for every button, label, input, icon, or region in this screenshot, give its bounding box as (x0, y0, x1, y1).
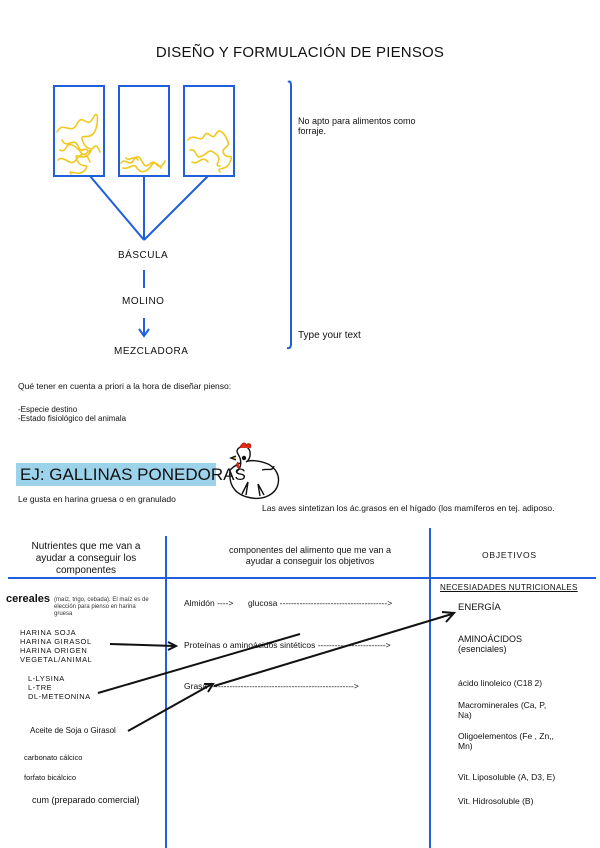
col1-header: Nutrientes que me van a ayudar a consegu… (26, 541, 146, 577)
macro-label: Macrominerales (Ca, P, (458, 700, 546, 710)
harina-item: HARINA ORIGEN (20, 646, 92, 655)
glucosa-label: glucosa --------------------------------… (248, 598, 392, 608)
aminoacido-item: L-TRE (28, 683, 91, 692)
grain-fill-1 (57, 114, 100, 174)
oligo-objetivo: Oligoelementos (Fe , Zn,, Mn) (458, 731, 554, 751)
aceite-label: Aceite de Soja o Girasol (30, 726, 116, 735)
oligo-label: Oligoelementos (Fe , Zn,, (458, 731, 554, 741)
bracket (287, 82, 291, 349)
consideration-item: -Especie destino (18, 405, 126, 414)
aminoacido-item: DL-METEONINA (28, 692, 91, 701)
vit-lipo-label: Vit. Liposoluble (A, D3, E) (458, 772, 555, 782)
linoleico-label: ácido linoleico (C18 2) (458, 678, 542, 688)
harina-item: VEGETAL/ANIMAL (20, 655, 92, 664)
fosfato-label: forfato bicálcico (24, 773, 76, 782)
funnel-line-right (144, 176, 208, 240)
step-mezcladora: MEZCLADORA (114, 346, 188, 357)
table-arrows (98, 612, 454, 731)
step-bascula: BÁSCULA (118, 250, 168, 261)
macro-objetivo: Macrominerales (Ca, P, Na) (458, 700, 546, 720)
proteinas-label: Proteínas o aminoácidos sintéticos -----… (184, 640, 391, 650)
col3-header: OBJETIVOS (482, 550, 537, 560)
grain-fill-2 (121, 157, 165, 172)
funnel-line-left (90, 176, 144, 240)
aves-note: Las aves sintetizan los ác.grasos en el … (262, 503, 554, 513)
aminoacidos-label: AMINOÁCIDOS (458, 634, 522, 644)
cum-label: cum (preparado comercial) (32, 795, 140, 805)
harina-arrow (110, 644, 174, 646)
macro-label-2: Na) (458, 710, 546, 720)
consideration-item: -Estado fisiológico del animala (18, 414, 126, 423)
question-text: Qué tener en cuenta a priori a la hora d… (18, 381, 231, 391)
gallinas-note: Le gusta en harina gruesa o en granulado (18, 494, 176, 504)
aminoacido-item: L-LYSINA (28, 674, 91, 683)
col2-header: componentes del alimento que me van a ay… (220, 545, 400, 567)
almidon-label: Almidón ----> (184, 598, 233, 608)
harina-item: HARINA GIRASOL (20, 637, 92, 646)
grasa-to-energia-arrow (214, 614, 452, 686)
step-molino: MOLINO (122, 296, 164, 307)
objetivos-subheader: NECESIADADES NUTRICIONALES (440, 583, 578, 592)
carbonato-label: carbonato cálcico (24, 753, 82, 762)
harinas-list: HARINA SOJA HARINA GIRASOL HARINA ORIGEN… (20, 628, 92, 664)
grain-fill-3 (188, 131, 231, 172)
page-title: DISEÑO Y FORMULACIÓN DE PIENSOS (0, 44, 600, 61)
aminoacidos-objetivo: AMINOÁCIDOS (esenciales) (458, 634, 522, 654)
bracket-note-bottom: Type your text (298, 330, 361, 341)
aminoacidos-list: L-LYSINA L-TRE DL-METEONINA (28, 674, 91, 701)
grain-scribbles (57, 114, 231, 174)
vit-hidro-label: Vit. Hidrosoluble (B) (458, 796, 533, 806)
considerations-list: -Especie destino -Estado fisiológico del… (18, 405, 126, 423)
bracket-note-top: No apto para alimentos como forraje. (298, 116, 438, 136)
aminoacidos-sub: (esenciales) (458, 644, 522, 654)
cereales-note: (maíz, trigo, cebada). El maíz es de ele… (54, 597, 154, 618)
grasa-label: Grasa ----------------------------------… (184, 681, 359, 691)
section-title: EJ: GALLINAS PONEDORAS (16, 463, 216, 486)
cereales-label: cereales (6, 593, 50, 605)
aceite-arrow (128, 684, 212, 731)
harina-item: HARINA SOJA (20, 628, 92, 637)
energia-label: ENERGÍA (458, 602, 501, 613)
oligo-label-2: Mn) (458, 741, 554, 751)
